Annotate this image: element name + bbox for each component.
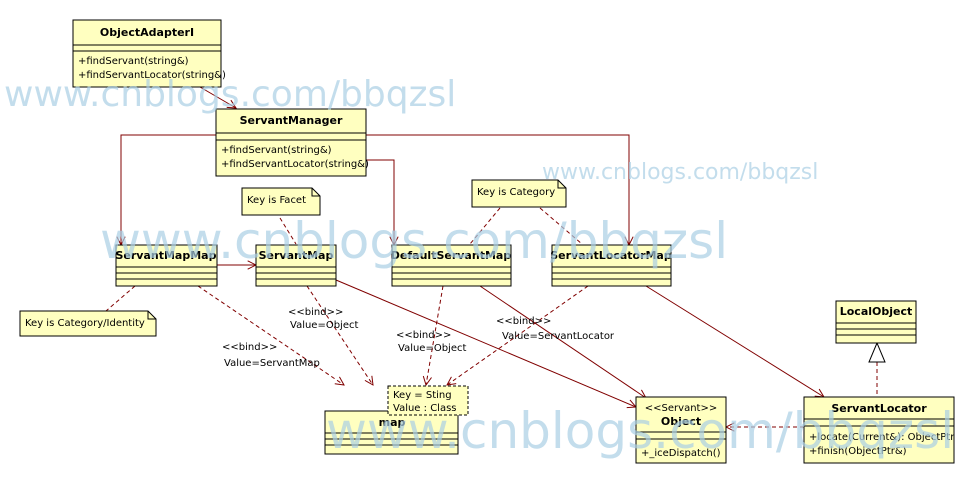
class-operation: +findServant(string&) [221,145,332,156]
bind-value: Value=Object [398,343,466,354]
note-text: Key is Category [477,187,555,198]
bind-value: Value=Object [290,320,358,331]
class-object-adapter[interactable]: ObjectAdapterI +findServant(string&) +fi… [72,19,226,88]
class-local-object[interactable]: LocalObject [835,300,917,344]
class-operation: +_iceDispatch() [641,448,721,459]
class-name: ServantManager [240,114,343,127]
class-default-servant-map[interactable]: DefaultServantMap [391,244,512,287]
class-name: ServantLocator [831,402,927,415]
bind-labels: <<bind>> Value=ServantMap <<bind>> Value… [222,307,615,369]
note-link-category-locator [539,207,583,245]
bind-servant-map-to-map [306,285,373,385]
template-parameter-box [387,385,469,416]
class-operation: +findServantLocator(string&) [221,159,369,170]
class-name: ObjectAdapterI [100,26,194,39]
class-stereotype: <<Servant>> [645,403,717,414]
class-name: map [379,416,406,429]
association-servant-map-to-object [335,279,636,407]
watermarks: www.cnblogs.com/bbqzsl www.cnblogs.com/b… [4,74,954,460]
note-text: Key is Category/Identity [25,318,145,329]
class-name: ServantMapMap [116,249,217,262]
watermark-text: www.cnblogs.com/bbqzsl [4,74,456,115]
class-operation: +finish(ObjectPtr&) [809,446,907,457]
class-name: DefaultServantMap [391,249,512,262]
association-manager-to-servant-locator-map [366,134,629,245]
template-parameter: Key = Sting [393,390,452,401]
class-servant-locator-map[interactable]: ServantLocatorMap [550,244,672,287]
note-key-category[interactable]: Key is Category [471,179,567,208]
generalization-triangle [868,341,886,363]
class-name: Object [661,415,701,428]
template-parameter: Value : Class [393,403,457,414]
note-link-facet [279,217,297,245]
note-key-facet[interactable]: Key is Facet [241,187,321,216]
note-link-category-default [469,207,501,245]
association-servant-locator-map-to-servant-locator [645,285,824,397]
class-map[interactable]: map Key = Sting Value : Class [324,385,469,455]
class-name: LocalObject [840,305,913,318]
bind-stereotype: <<bind>> [496,316,551,327]
bind-value: Value=ServantMap [224,358,320,369]
note-link-category-identity [105,285,136,312]
bind-stereotype: <<bind>> [396,330,451,341]
bind-stereotype: <<bind>> [288,307,343,318]
bind-stereotype: <<bind>> [222,342,277,353]
class-object[interactable]: <<Servant>> Object +_iceDispatch() [635,396,727,464]
dependencies [105,207,878,427]
watermark-text: www.cnblogs.com/bbqzsl [326,402,954,460]
watermark-text: www.cnblogs.com/bbqzsl [100,212,728,270]
associations [121,86,824,407]
watermark-text: www.cnblogs.com/bbqzsl [542,160,818,185]
bind-servant-locator-map-to-map [447,285,589,385]
class-operation: +findServantLocator(string&) [78,70,226,81]
note-text: Key is Facet [247,195,306,206]
class-servant-locator[interactable]: ServantLocator +locate(Current&): Object… [803,396,955,464]
class-operation: +locate(Current&): ObjectPtr [809,432,955,443]
association-manager-to-servant-map-map [121,134,216,245]
class-name: ServantMap [259,249,334,262]
association-adapter-to-manager [199,86,236,108]
association-manager-to-default-servant-map [366,159,394,245]
association-default-servant-map-to-object [479,285,646,398]
class-operation: +findServant(string&) [78,56,189,67]
bind-servant-map-map-to-map [197,285,344,385]
bind-default-servant-map-to-map [426,285,444,385]
class-servant-map-map[interactable]: ServantMapMap [115,244,218,287]
note-key-category-identity[interactable]: Key is Category/Identity [19,310,157,337]
class-servant-manager[interactable]: ServantManager +findServant(string&) +fi… [215,108,369,177]
class-name: ServantLocatorMap [550,249,672,262]
class-servant-map[interactable]: ServantMap [255,244,337,287]
bind-value: Value=ServantLocator [502,331,615,342]
